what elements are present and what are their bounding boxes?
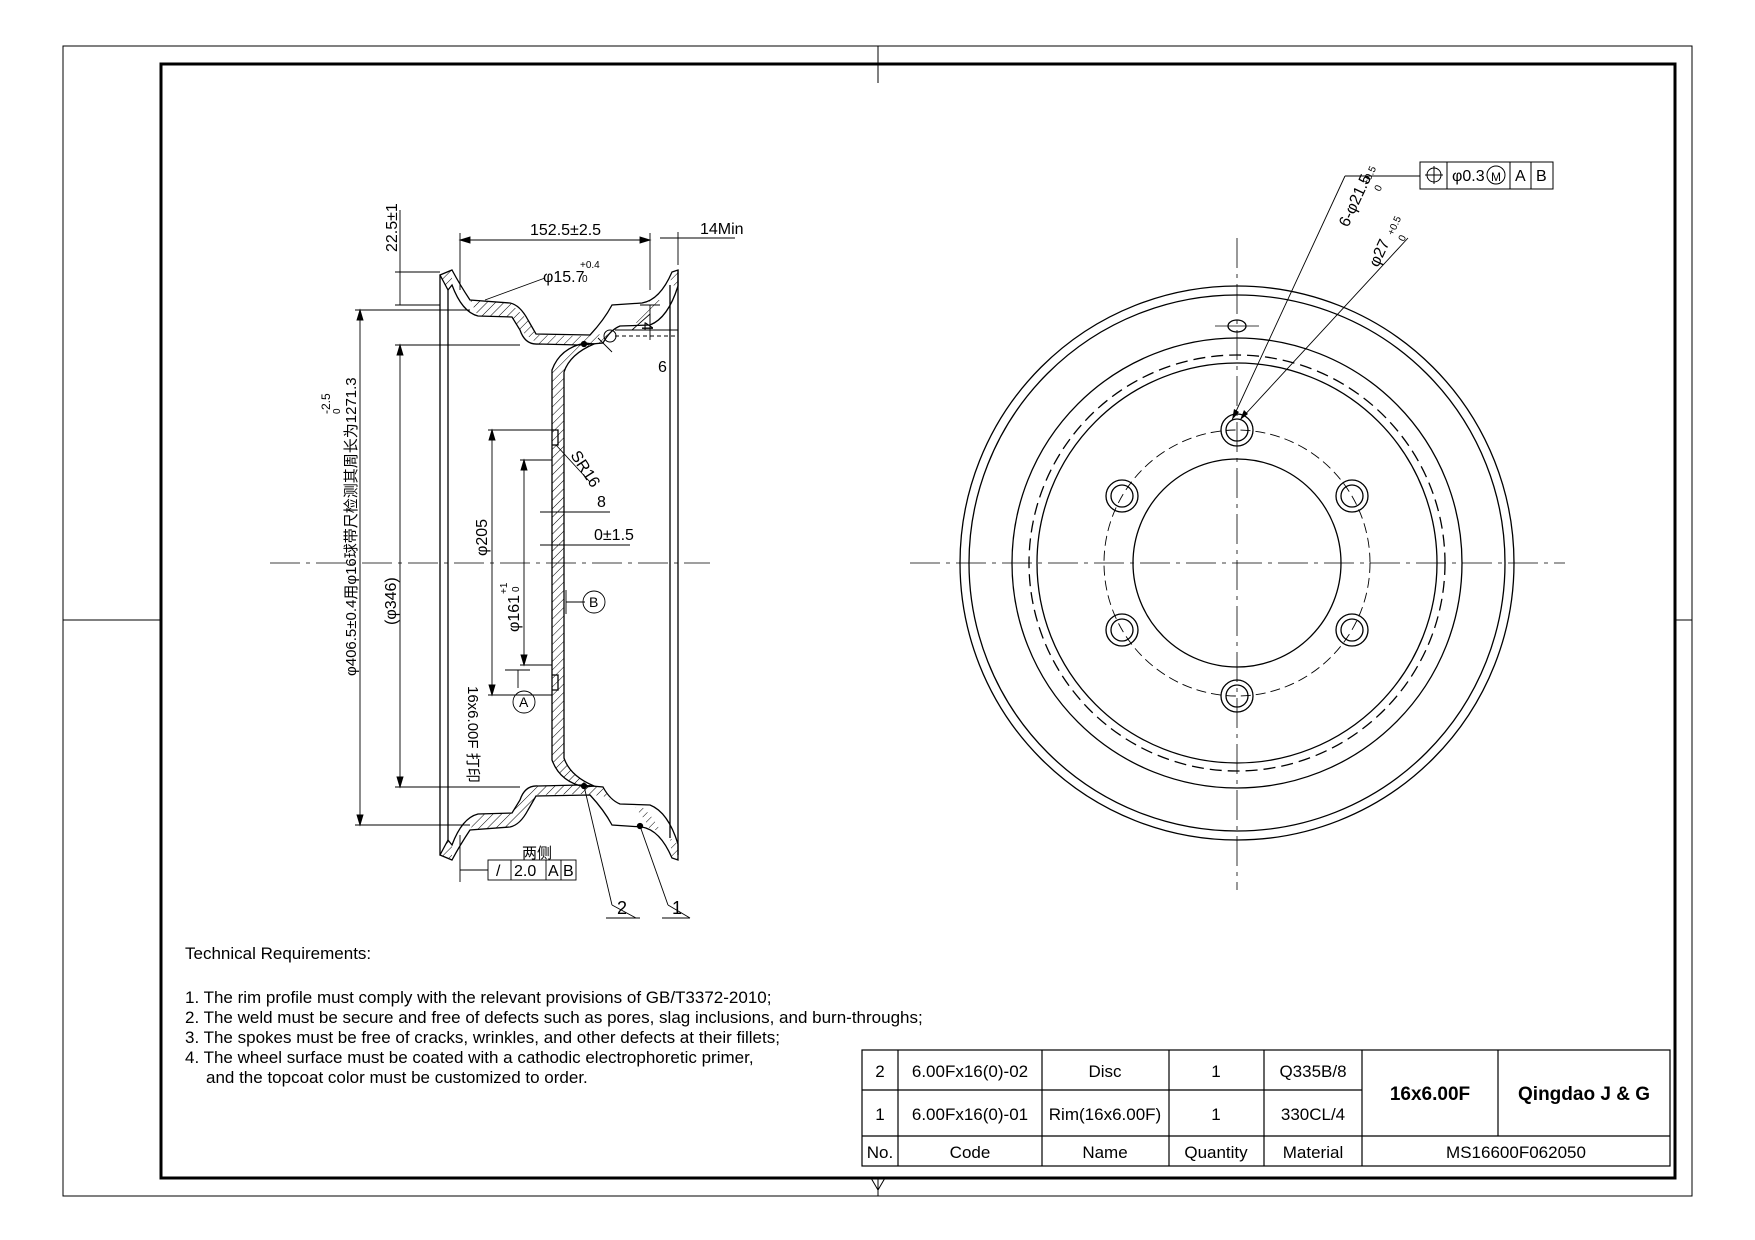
- sheet-frame: [62, 45, 1693, 1197]
- dim-d406-tol: -2.5: [319, 393, 333, 414]
- dim-d346: (φ346): [383, 577, 400, 625]
- fcf-datum-a: A: [1515, 168, 1526, 185]
- dim-d161-tol0: 0: [511, 586, 522, 592]
- row2-name: Disc: [1088, 1062, 1122, 1081]
- header-name: Name: [1082, 1143, 1127, 1162]
- counter-tol0: 0: [1397, 233, 1410, 243]
- technical-requirements-title: Technical Requirements:: [185, 944, 372, 963]
- row1-no: 1: [875, 1105, 884, 1124]
- requirement-item: 3. The spokes must be free of cracks, wr…: [185, 1028, 780, 1047]
- dim-d161-tol: +1: [499, 582, 510, 594]
- title-block: [861, 1049, 1671, 1167]
- callout-1: 1: [672, 898, 682, 918]
- drawing-number: MS16600F062050: [1446, 1143, 1586, 1162]
- dim-flange: 22.5±1: [384, 203, 401, 252]
- dim-hole-tol0: 0: [582, 274, 588, 285]
- datum-a-label: A: [519, 694, 529, 710]
- runout-symbol: /: [496, 863, 501, 880]
- requirement-item: 4. The wheel surface must be coated with…: [185, 1048, 754, 1067]
- row1-name: Rim(16x6.00F): [1049, 1105, 1161, 1124]
- row2-material: Q335B/8: [1279, 1062, 1346, 1081]
- dim-hole: φ15.7: [543, 269, 585, 286]
- header-qty: Quantity: [1184, 1143, 1248, 1162]
- company-name: Qingdao J & G: [1518, 1084, 1650, 1105]
- wheel-face-labels: 6-φ21.5 +0.5 0 φ27 +0.5 0 φ0.3 M A B: [1336, 164, 1546, 269]
- rim-dimensions: [355, 210, 735, 919]
- stamp-marking: 16x6.00F 打印: [464, 686, 481, 783]
- row2-code: 6.00Fx16(0)-02: [912, 1062, 1028, 1081]
- dim-d406-tol0: 0: [332, 408, 343, 414]
- dim-width: 152.5±2.5: [530, 222, 601, 239]
- fcf-modifier: M: [1491, 170, 1501, 184]
- wheel-face-view: [910, 161, 1565, 890]
- fcf-value: φ0.3: [1452, 168, 1485, 185]
- product-designation: 16x6.00F: [1390, 1084, 1470, 1105]
- dim-hole-tol: +0.4: [580, 260, 600, 271]
- title-block-text: 2 6.00Fx16(0)-02 Disc 1 Q335B/8 1 6.00Fx…: [867, 1062, 1650, 1162]
- counter-label: φ27: [1366, 237, 1393, 270]
- row1-code: 6.00Fx16(0)-01: [912, 1105, 1028, 1124]
- runout-datum-b: B: [563, 863, 574, 880]
- fcf-datum-b: B: [1536, 168, 1547, 185]
- row2-no: 2: [875, 1062, 884, 1081]
- dim-d161: φ161: [506, 595, 523, 632]
- bolt-holes-tol0: 0: [1373, 183, 1386, 193]
- dim-d205: φ205: [474, 519, 491, 556]
- runout-value: 2.0: [514, 863, 536, 880]
- row1-qty: 1: [1211, 1105, 1220, 1124]
- requirement-item: 1. The rim profile must comply with the …: [185, 988, 772, 1007]
- header-no: No.: [867, 1143, 893, 1162]
- dim-offset: 0±1.5: [594, 527, 634, 544]
- row2-qty: 1: [1211, 1062, 1220, 1081]
- dim-sr16: SR16: [567, 448, 603, 491]
- technical-requirements-list: 1. The rim profile must comply with the …: [185, 988, 923, 1088]
- datum-b-label: B: [589, 594, 598, 610]
- requirement-item: and the topcoat color must be customized…: [206, 1068, 588, 1087]
- header-code: Code: [950, 1143, 991, 1162]
- runout-datum-a: A: [548, 863, 559, 880]
- counter-tol: +0.5: [1386, 214, 1404, 237]
- both-sides-label: 两侧: [522, 845, 552, 862]
- row1-material: 330CL/4: [1281, 1105, 1345, 1124]
- requirement-item: 2. The weld must be secure and free of d…: [185, 1008, 923, 1027]
- callout-2: 2: [617, 898, 627, 918]
- rim-section-view: [270, 269, 710, 861]
- dim-8: 8: [597, 494, 606, 511]
- header-material: Material: [1283, 1143, 1343, 1162]
- weld-size: 6: [658, 359, 667, 376]
- dim-14min: 14Min: [700, 221, 744, 238]
- dim-4: 4: [638, 322, 655, 331]
- dim-d406: φ406.5±0.4用φ16球带尺检测其周长为1271.3: [343, 377, 360, 676]
